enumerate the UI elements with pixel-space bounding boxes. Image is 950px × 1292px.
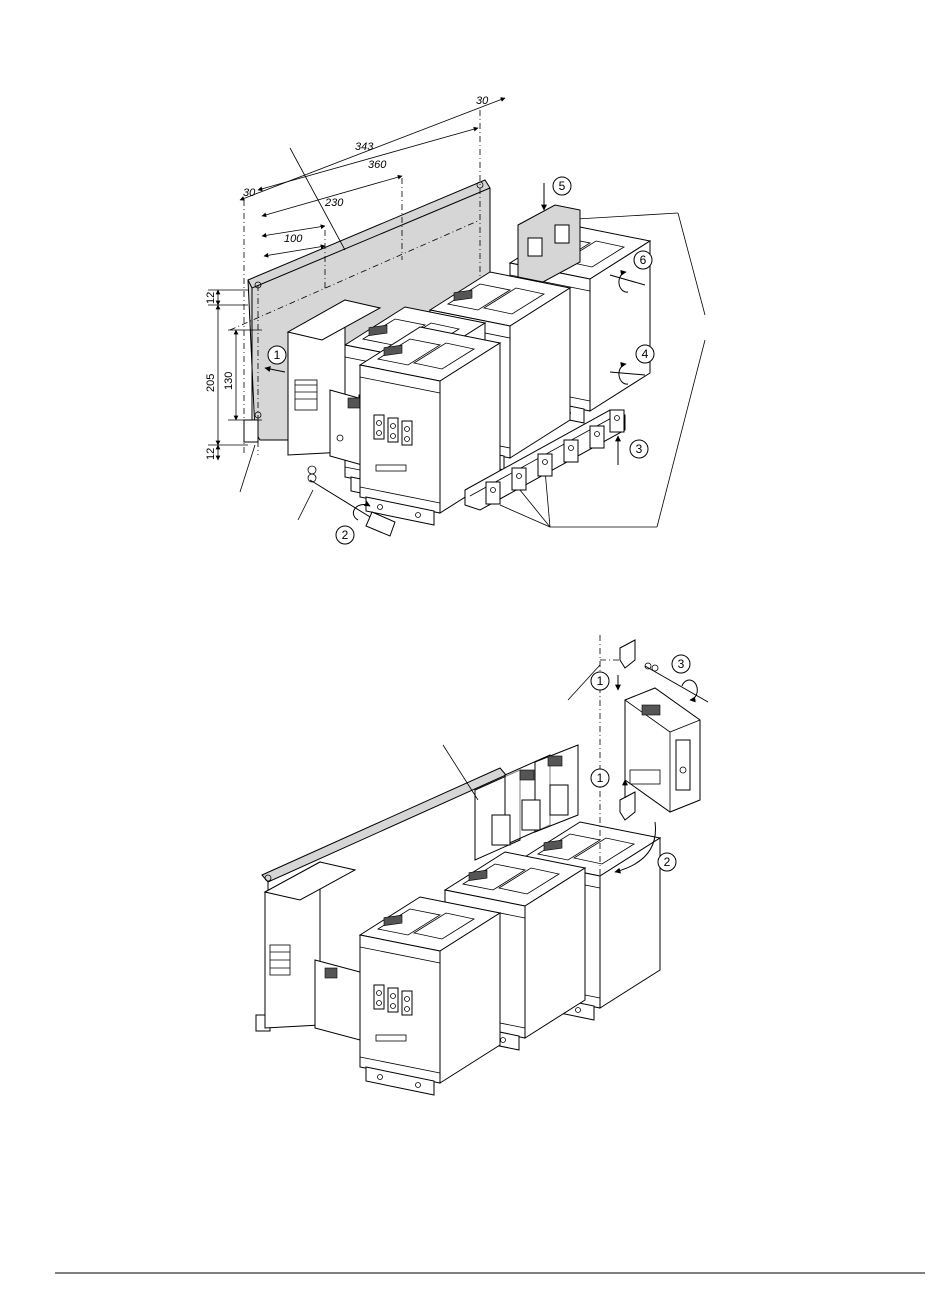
clip-bottom — [620, 792, 635, 820]
dim-205: 205 — [205, 374, 217, 392]
dim-12-bottom: 12 — [205, 448, 217, 460]
clip-top — [620, 640, 635, 668]
callout-top-2: 2 — [336, 526, 354, 544]
callout-bottom-2: 2 — [658, 853, 676, 871]
svg-text:6: 6 — [640, 253, 647, 267]
svg-text:5: 5 — [559, 179, 566, 193]
svg-text:1: 1 — [597, 771, 604, 785]
callout-bottom-3: 3 — [672, 655, 690, 673]
dim-30-left: 30 — [243, 187, 256, 199]
svg-text:2: 2 — [664, 855, 671, 869]
relay-module — [625, 688, 700, 812]
callout-top-3: 3 — [630, 440, 648, 458]
callout-top-6: 6 — [634, 251, 652, 269]
callout-top-1: 1 — [268, 346, 286, 364]
callout-bottom-1b: 1 — [591, 769, 609, 787]
aux-module-b — [265, 862, 360, 1040]
svg-text:3: 3 — [678, 657, 685, 671]
dim-100: 100 — [284, 233, 303, 245]
svg-text:4: 4 — [642, 347, 649, 361]
dim-12-top: 12 — [205, 292, 217, 304]
callout-bottom-1a: 1 — [591, 672, 609, 690]
mounting-rail — [262, 768, 506, 882]
svg-text:1: 1 — [274, 348, 281, 362]
dim-130: 130 — [223, 372, 235, 390]
svg-text:1: 1 — [597, 674, 604, 688]
dim-230: 230 — [324, 197, 344, 209]
bottom-figure: 1 1 2 3 — [256, 635, 708, 1095]
svg-text:3: 3 — [636, 442, 643, 456]
callout-top-4: 4 — [636, 345, 654, 363]
top-figure: 30 343 360 30 230 100 12 205 130 12 — [205, 95, 705, 544]
dim-360: 360 — [368, 159, 387, 171]
svg-text:2: 2 — [342, 528, 349, 542]
dim-343: 343 — [355, 141, 374, 153]
dim-30-top: 30 — [476, 95, 489, 107]
callout-top-5: 5 — [553, 177, 571, 195]
